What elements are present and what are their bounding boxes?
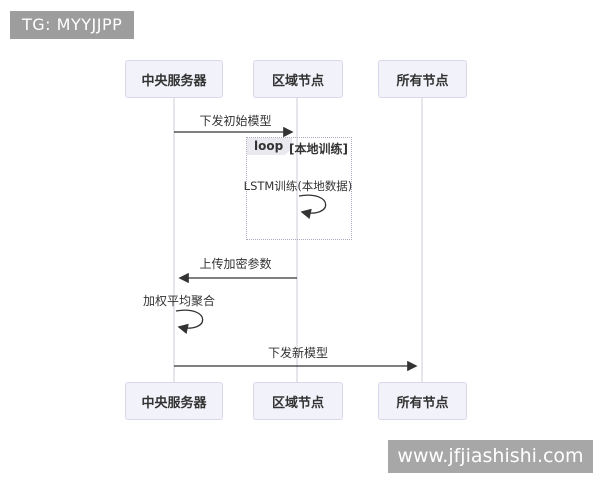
loop-fragment-condition: [本地训练] <box>289 142 348 156</box>
actor-bottom-regional-node: 区域节点 <box>253 382 343 420</box>
message-new-model: 下发新模型 <box>267 346 328 360</box>
actor-top-all-nodes: 所有节点 <box>378 60 467 98</box>
actor-top-regional-node: 区域节点 <box>253 60 343 98</box>
actor-top-central-server: 中央服务器 <box>125 60 223 98</box>
message-upload-params: 上传加密参数 <box>199 257 272 271</box>
self-loop-lstm-training-icon <box>298 194 327 219</box>
loop-fragment: loop [本地训练] <box>246 137 352 240</box>
message-aggregation: 加权平均聚合 <box>142 294 215 308</box>
self-loop-aggregation-icon <box>175 309 204 334</box>
actor-bottom-all-nodes: 所有节点 <box>378 382 467 420</box>
actor-bottom-central-server: 中央服务器 <box>125 382 223 420</box>
site-watermark: www.jfjiashishi.com <box>388 440 593 473</box>
message-initial-model: 下发初始模型 <box>199 114 272 128</box>
loop-fragment-title: loop <box>247 138 293 155</box>
tg-watermark-badge: TG: MYYJJPP <box>10 11 135 39</box>
message-lstm-training: LSTM训练(本地数据) <box>243 179 353 193</box>
